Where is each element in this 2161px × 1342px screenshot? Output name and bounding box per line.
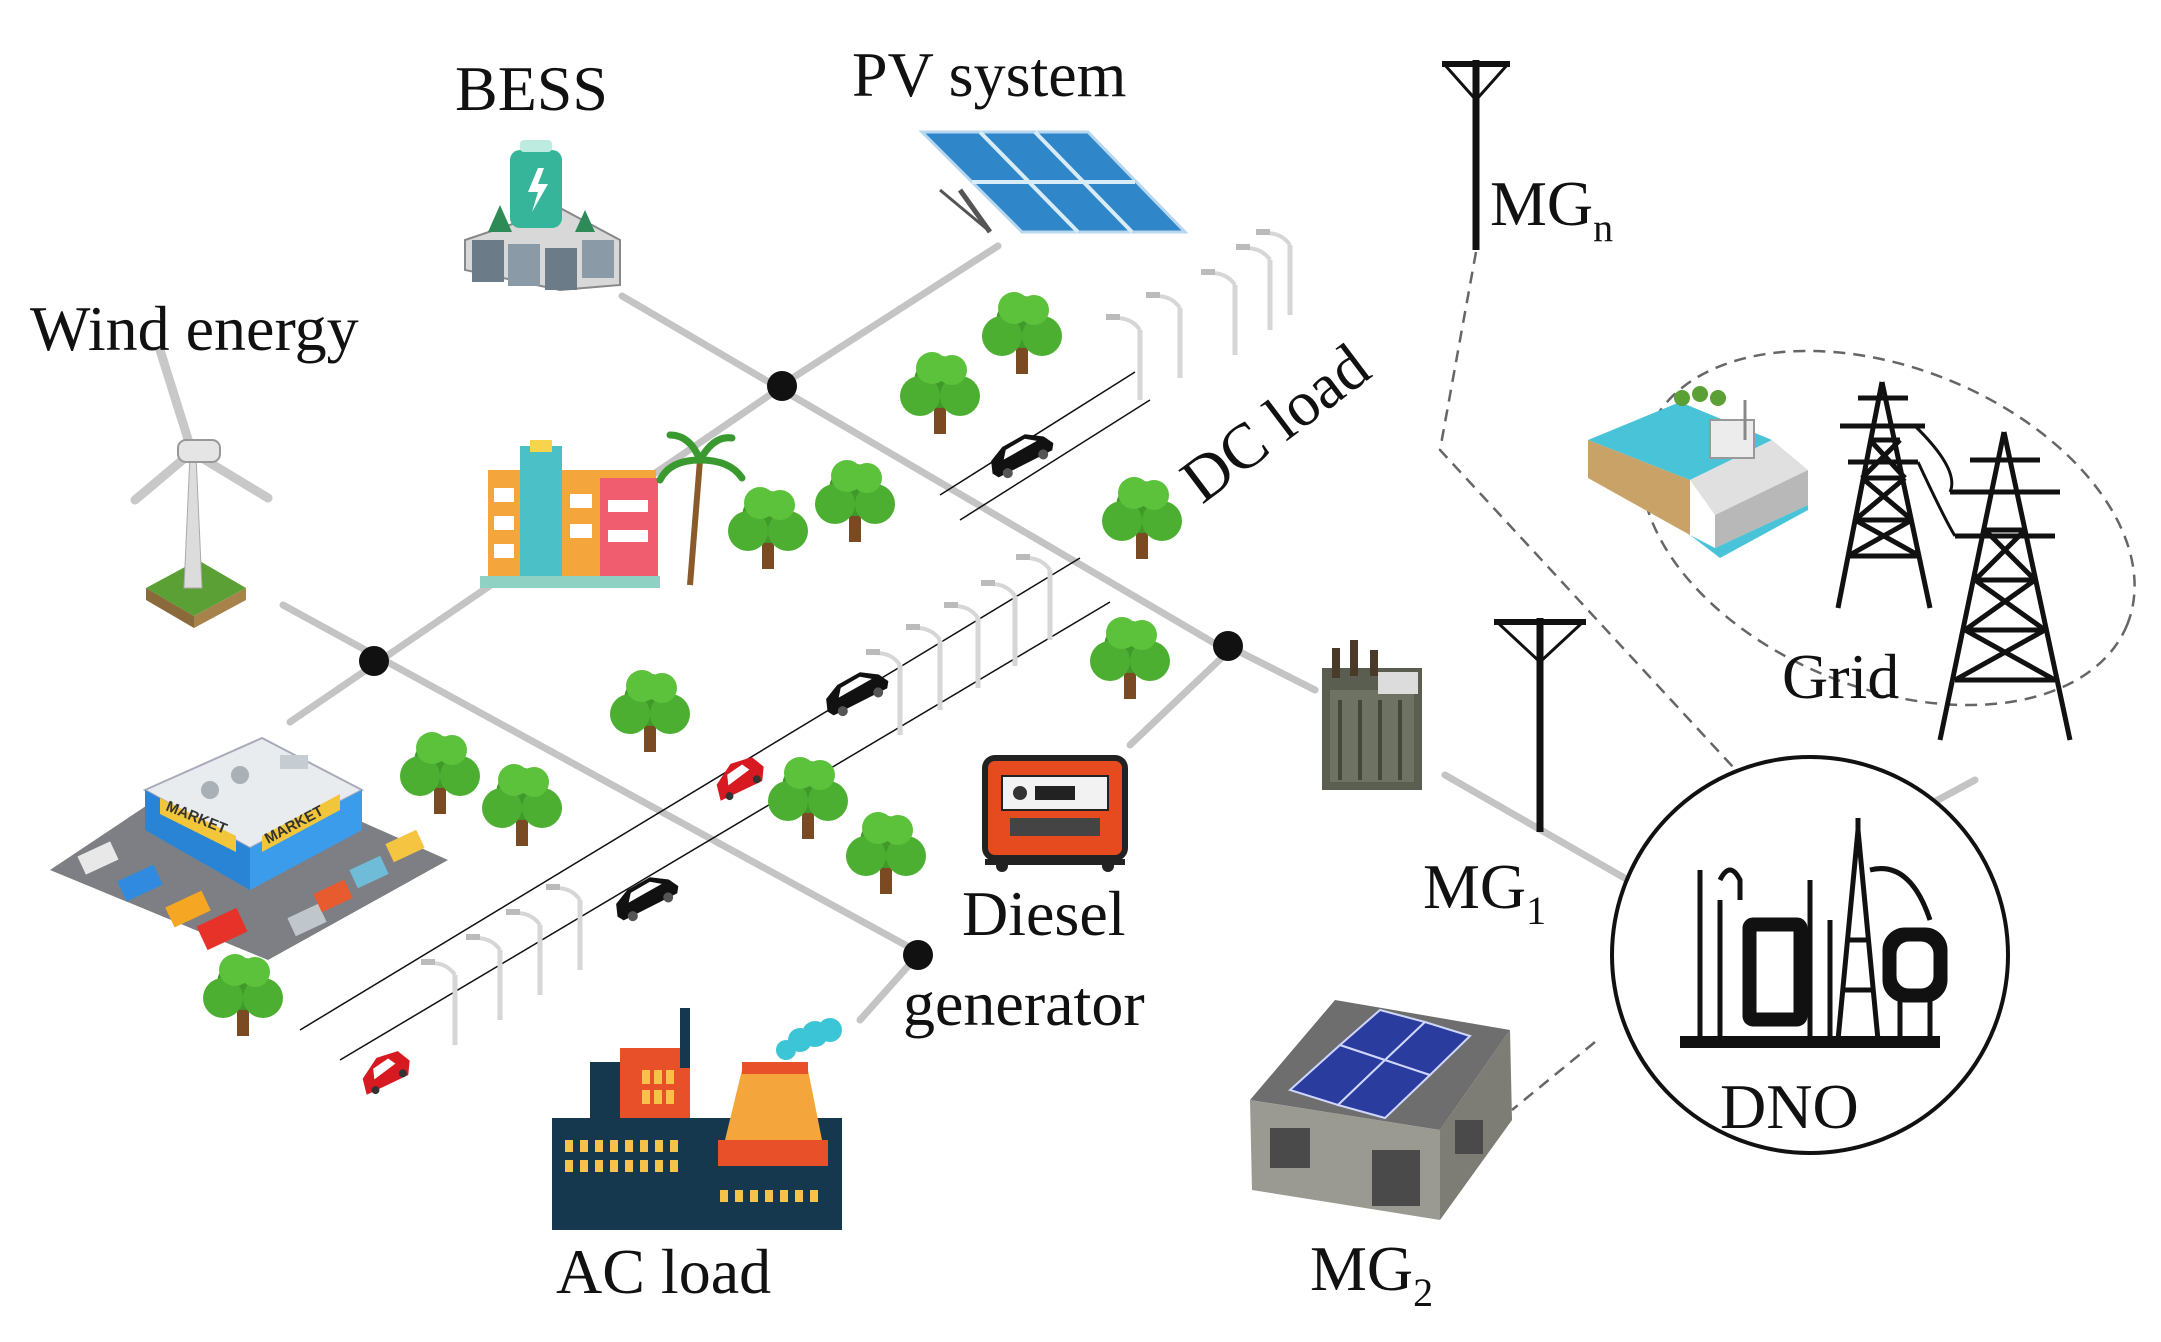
bus-node-3	[1213, 631, 1243, 661]
utility-poles	[1442, 60, 1586, 832]
mgn-label-base: MG	[1490, 168, 1593, 239]
mg2-label: MG2	[1310, 1233, 1433, 1315]
building-icon	[480, 431, 746, 588]
bus-node-4	[903, 940, 933, 970]
bus-nodes	[359, 371, 1243, 970]
market-icon: MARKET MARKET	[50, 736, 448, 960]
bess-label: BESS	[455, 53, 608, 124]
hydro-dam-icon	[1588, 386, 1808, 558]
mg1-label: MG1	[1423, 851, 1546, 933]
dno-substation-icon	[1610, 755, 2010, 1155]
dc-load-label: DC load	[1168, 330, 1383, 516]
mg1-label-subscript: 1	[1526, 888, 1546, 933]
pv-panel-icon	[918, 130, 1189, 234]
pv-system-label: PV system	[852, 39, 1126, 110]
mg2-label-base: MG	[1310, 1233, 1413, 1304]
diesel-label-line1: Diesel	[962, 878, 1126, 949]
bess-icon	[464, 140, 621, 292]
mgn-label: MGn	[1490, 168, 1613, 250]
labels: BESS PV system Wind energy DC load MGn M…	[30, 39, 1899, 1315]
wind-turbine-icon	[130, 345, 273, 628]
road-lines	[299, 371, 1151, 1061]
mg2-house-icon	[1250, 1000, 1512, 1220]
diesel-label-line2: generator	[903, 968, 1145, 1039]
mg1-label-base: MG	[1423, 851, 1526, 922]
transformer-icon	[1322, 640, 1422, 790]
ac-load-label: AC load	[556, 1236, 771, 1307]
street-lamps	[421, 229, 1290, 1045]
bus-node-2	[359, 646, 389, 676]
grid-label: Grid	[1782, 641, 1899, 712]
mgn-label-subscript: n	[1593, 205, 1613, 250]
transmission-towers-icon	[1835, 381, 2073, 741]
wind-energy-label: Wind energy	[30, 293, 359, 364]
mg2-label-subscript: 2	[1413, 1270, 1433, 1315]
diesel-generator-icon	[982, 755, 1128, 872]
dno-label: DNO	[1720, 1071, 1859, 1142]
bus-node-1	[767, 371, 797, 401]
factory-icon	[552, 1008, 842, 1230]
